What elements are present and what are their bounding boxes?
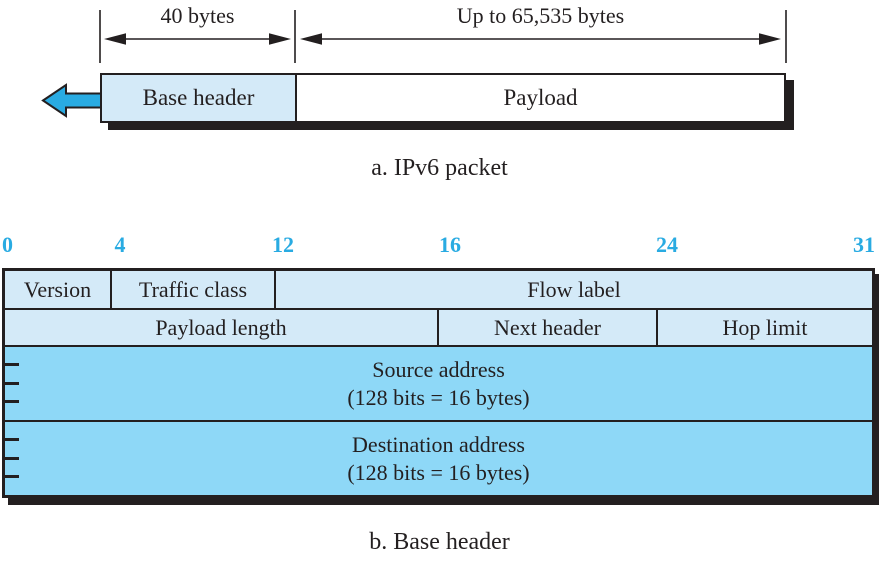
word-boundary-tick (5, 381, 19, 385)
payload-segment-label: Payload (503, 85, 578, 110)
field-cell-version: Version (5, 271, 112, 308)
dimension-label-base-header: 40 bytes (160, 3, 235, 28)
base-header-segment-label: Base header (142, 85, 255, 110)
table-row-1: Version Traffic class Flow label (5, 271, 872, 310)
bit-position-label-0: 0 (2, 232, 13, 257)
payload-segment: Payload (297, 75, 784, 121)
source-address-label: Source address (372, 356, 505, 382)
bit-position-label-31: 31 (853, 232, 875, 257)
dimension-label-payload: Up to 65,535 bytes (456, 3, 625, 28)
caption-base-header: b. Base header (369, 529, 510, 555)
field-cell-hop-limit: Hop limit (722, 314, 808, 340)
dimension-arrows (99, 10, 787, 63)
bit-position-label-4: 4 (114, 232, 126, 257)
left-direction-arrow-icon (41, 83, 103, 118)
word-boundary-tick (5, 474, 19, 478)
base-header-table: Version Traffic class Flow label Payload… (2, 268, 875, 498)
ipv6-packet-box: Base header Payload (100, 73, 786, 123)
word-boundary-tick (5, 399, 19, 403)
bit-position-label-12: 12 (272, 232, 294, 257)
field-cell-flow-label: Flow label (527, 276, 621, 302)
bit-position-label-16: 16 (439, 232, 461, 257)
field-cell-payload-length: Payload length (5, 310, 439, 345)
caption-ipv6-packet: a. IPv6 packet (371, 155, 508, 181)
field-cell-traffic-class: Traffic class (112, 271, 276, 308)
bit-position-label-24: 24 (656, 232, 678, 257)
word-boundary-tick (5, 363, 19, 367)
base-header-segment: Base header (102, 75, 297, 121)
word-boundary-tick (5, 438, 19, 442)
destination-address-size-label: (128 bits = 16 bytes) (347, 459, 530, 485)
field-cell-source-address: Source address (128 bits = 16 bytes) (5, 347, 872, 422)
field-cell-destination-address: Destination address (128 bits = 16 bytes… (5, 422, 872, 495)
word-boundary-tick (5, 456, 19, 460)
field-cell-next-header: Next header (439, 310, 658, 345)
destination-address-label: Destination address (352, 431, 525, 457)
table-row-2: Payload length Next header Hop limit (5, 310, 872, 347)
source-address-size-label: (128 bits = 16 bytes) (347, 384, 530, 410)
